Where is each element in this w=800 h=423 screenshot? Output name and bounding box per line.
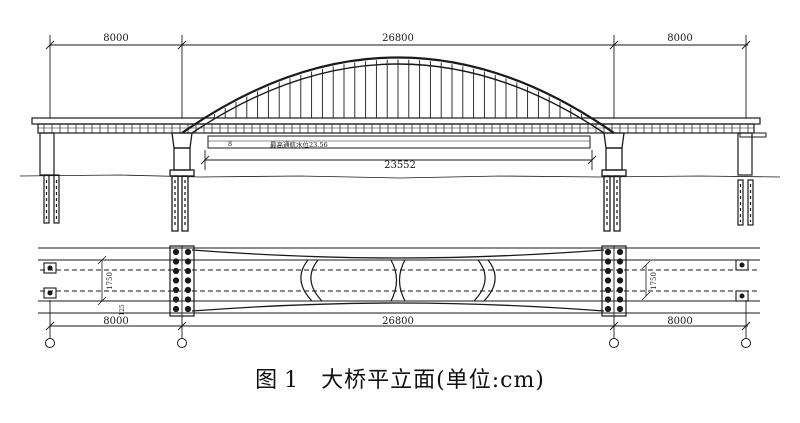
plan-width-dimension-right — [641, 260, 651, 301]
plan-width-dimension-left — [97, 255, 107, 306]
plan-dim-right: 8000 — [667, 316, 692, 327]
clear-span-dimension — [200, 150, 597, 170]
clear-span-value: 23552 — [384, 160, 416, 171]
right-abutment — [739, 132, 767, 138]
figure-label: 图 — [255, 368, 279, 393]
plan-edge-left: 125 — [119, 304, 126, 316]
pile-dot — [616, 258, 624, 265]
plan-right-bearings — [735, 259, 749, 302]
pile-dot — [616, 305, 624, 313]
axis-markers — [45, 338, 751, 348]
pile-dot — [184, 248, 192, 256]
water-level-label: 最高通航水位23.56 — [270, 140, 328, 149]
pile-dot — [604, 286, 612, 294]
elevation-dim-left: 8000 — [103, 33, 128, 44]
deck-ribs — [43, 124, 749, 133]
pile-dot — [172, 286, 180, 294]
figure-title: 大桥平立面(单位:cm) — [321, 368, 545, 393]
plan-view — [38, 245, 760, 348]
plan-width-left: 1750 — [106, 272, 114, 290]
plan-width-right: 1750 — [650, 272, 658, 290]
pile-dot — [184, 286, 192, 294]
left-end-pier — [39, 132, 60, 224]
pile-dot — [604, 267, 612, 275]
plan-left-pile-dots — [172, 248, 192, 313]
pile-dot — [184, 296, 192, 303]
plan-dimension-line — [45, 246, 751, 338]
pile-dot — [172, 248, 180, 256]
figure-number: 1 — [284, 368, 300, 393]
plan-arch-bracing — [300, 259, 496, 302]
pile-dot — [172, 305, 180, 313]
pile-dot — [616, 248, 624, 256]
plan-arch-ribs — [191, 249, 605, 312]
plan-dim-left: 8000 — [103, 316, 128, 327]
pile-dot — [616, 277, 624, 284]
pile-dot — [184, 267, 192, 275]
right-main-pier — [601, 132, 627, 232]
mid-span-box — [207, 135, 591, 149]
elevation-dim-right: 8000 — [667, 33, 692, 44]
arch-hangers — [213, 59, 583, 118]
plan-left-bearings — [43, 262, 57, 299]
plan-dim-main: 26800 — [382, 316, 414, 327]
pile-dot — [172, 296, 180, 303]
pile-dot — [184, 305, 192, 313]
pile-dot — [184, 258, 192, 265]
left-main-pier — [169, 132, 195, 232]
elevation-dim-main: 26800 — [382, 33, 414, 44]
pile-dot — [604, 258, 612, 265]
pile-dot — [616, 286, 624, 294]
clearance-mark: 8 — [228, 140, 232, 148]
plan-deck-outline — [38, 247, 760, 314]
pile-dot — [172, 258, 180, 265]
elevation-view: 最高通航水位23.56 8 — [19, 35, 781, 232]
pile-dot — [172, 277, 180, 284]
pile-dot — [172, 267, 180, 275]
pile-dot — [616, 296, 624, 303]
pile-dot — [184, 277, 192, 284]
pile-dot — [604, 248, 612, 256]
pile-dot — [604, 305, 612, 313]
elevation-dimension-line — [45, 35, 751, 118]
right-end-pier — [737, 132, 754, 226]
pile-dot — [604, 277, 612, 284]
pile-dot — [604, 296, 612, 303]
ground-line — [19, 174, 781, 179]
plan-right-pile-dots — [604, 248, 624, 313]
pile-dot — [616, 267, 624, 275]
